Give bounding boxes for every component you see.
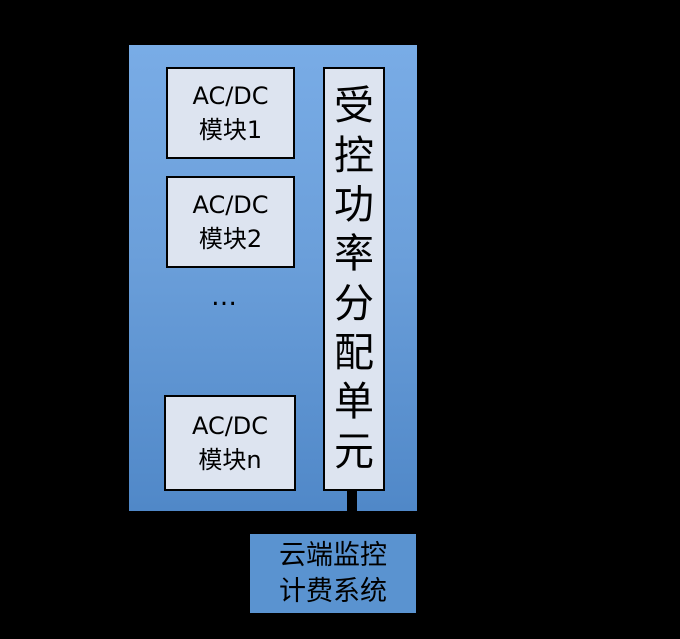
module-1-type-label: AC/DC <box>192 82 269 110</box>
acdc-module-1: AC/DC 模块1 <box>166 67 295 159</box>
module-2-type-label: AC/DC <box>192 191 269 219</box>
acdc-module-n: AC/DC 模块n <box>164 395 296 491</box>
pdu-to-cloud-connector <box>347 490 357 512</box>
module-n-type-label: AC/DC <box>191 412 269 440</box>
pdu-char-1: 受 <box>334 83 374 130</box>
pdu-char-6: 配 <box>334 329 374 376</box>
module-n-name-label: 模块n <box>198 446 262 474</box>
pdu-char-2: 控 <box>334 132 374 179</box>
pdu-char-4: 率 <box>334 231 374 278</box>
cloud-monitoring-billing-system: 云端监控 计费系统 <box>250 534 416 613</box>
module-ellipsis: … <box>211 282 239 312</box>
pdu-char-3: 功 <box>334 181 374 228</box>
controlled-power-distribution-unit: 受 控 功 率 分 配 单 元 <box>323 67 385 491</box>
module-1-name-label: 模块1 <box>198 116 263 144</box>
cloud-system-line-2: 计费系统 <box>279 575 387 607</box>
cloud-system-line-1: 云端监控 <box>279 539 387 571</box>
module-2-name-label: 模块2 <box>198 225 263 253</box>
pdu-char-7: 单 <box>334 379 374 426</box>
acdc-module-2: AC/DC 模块2 <box>166 176 295 268</box>
pdu-char-5: 分 <box>334 280 374 327</box>
pdu-char-8: 元 <box>334 428 374 475</box>
